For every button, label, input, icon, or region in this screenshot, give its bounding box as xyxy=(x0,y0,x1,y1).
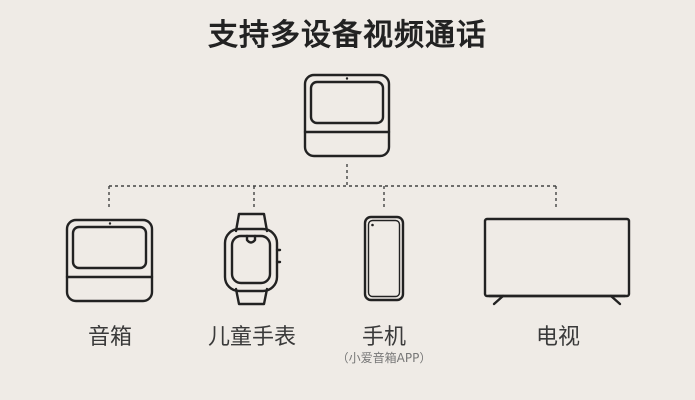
page-title: 支持多设备视频通话 xyxy=(208,18,487,53)
kids-watch-icon xyxy=(223,212,282,306)
device-label-tv: 电视 xyxy=(535,325,580,350)
device-label-speaker: 音箱 xyxy=(87,325,132,350)
hub-device-icon xyxy=(303,73,391,158)
tv-icon xyxy=(483,217,631,306)
device-sublabel-phone: （小爱音箱APP） xyxy=(336,351,432,365)
device-label-phone: 手机 xyxy=(361,325,406,350)
speaker-icon xyxy=(65,218,154,303)
device-label-kids-watch: 儿童手表 xyxy=(207,325,296,350)
phone-icon xyxy=(363,215,405,302)
connector-lines xyxy=(108,164,557,208)
